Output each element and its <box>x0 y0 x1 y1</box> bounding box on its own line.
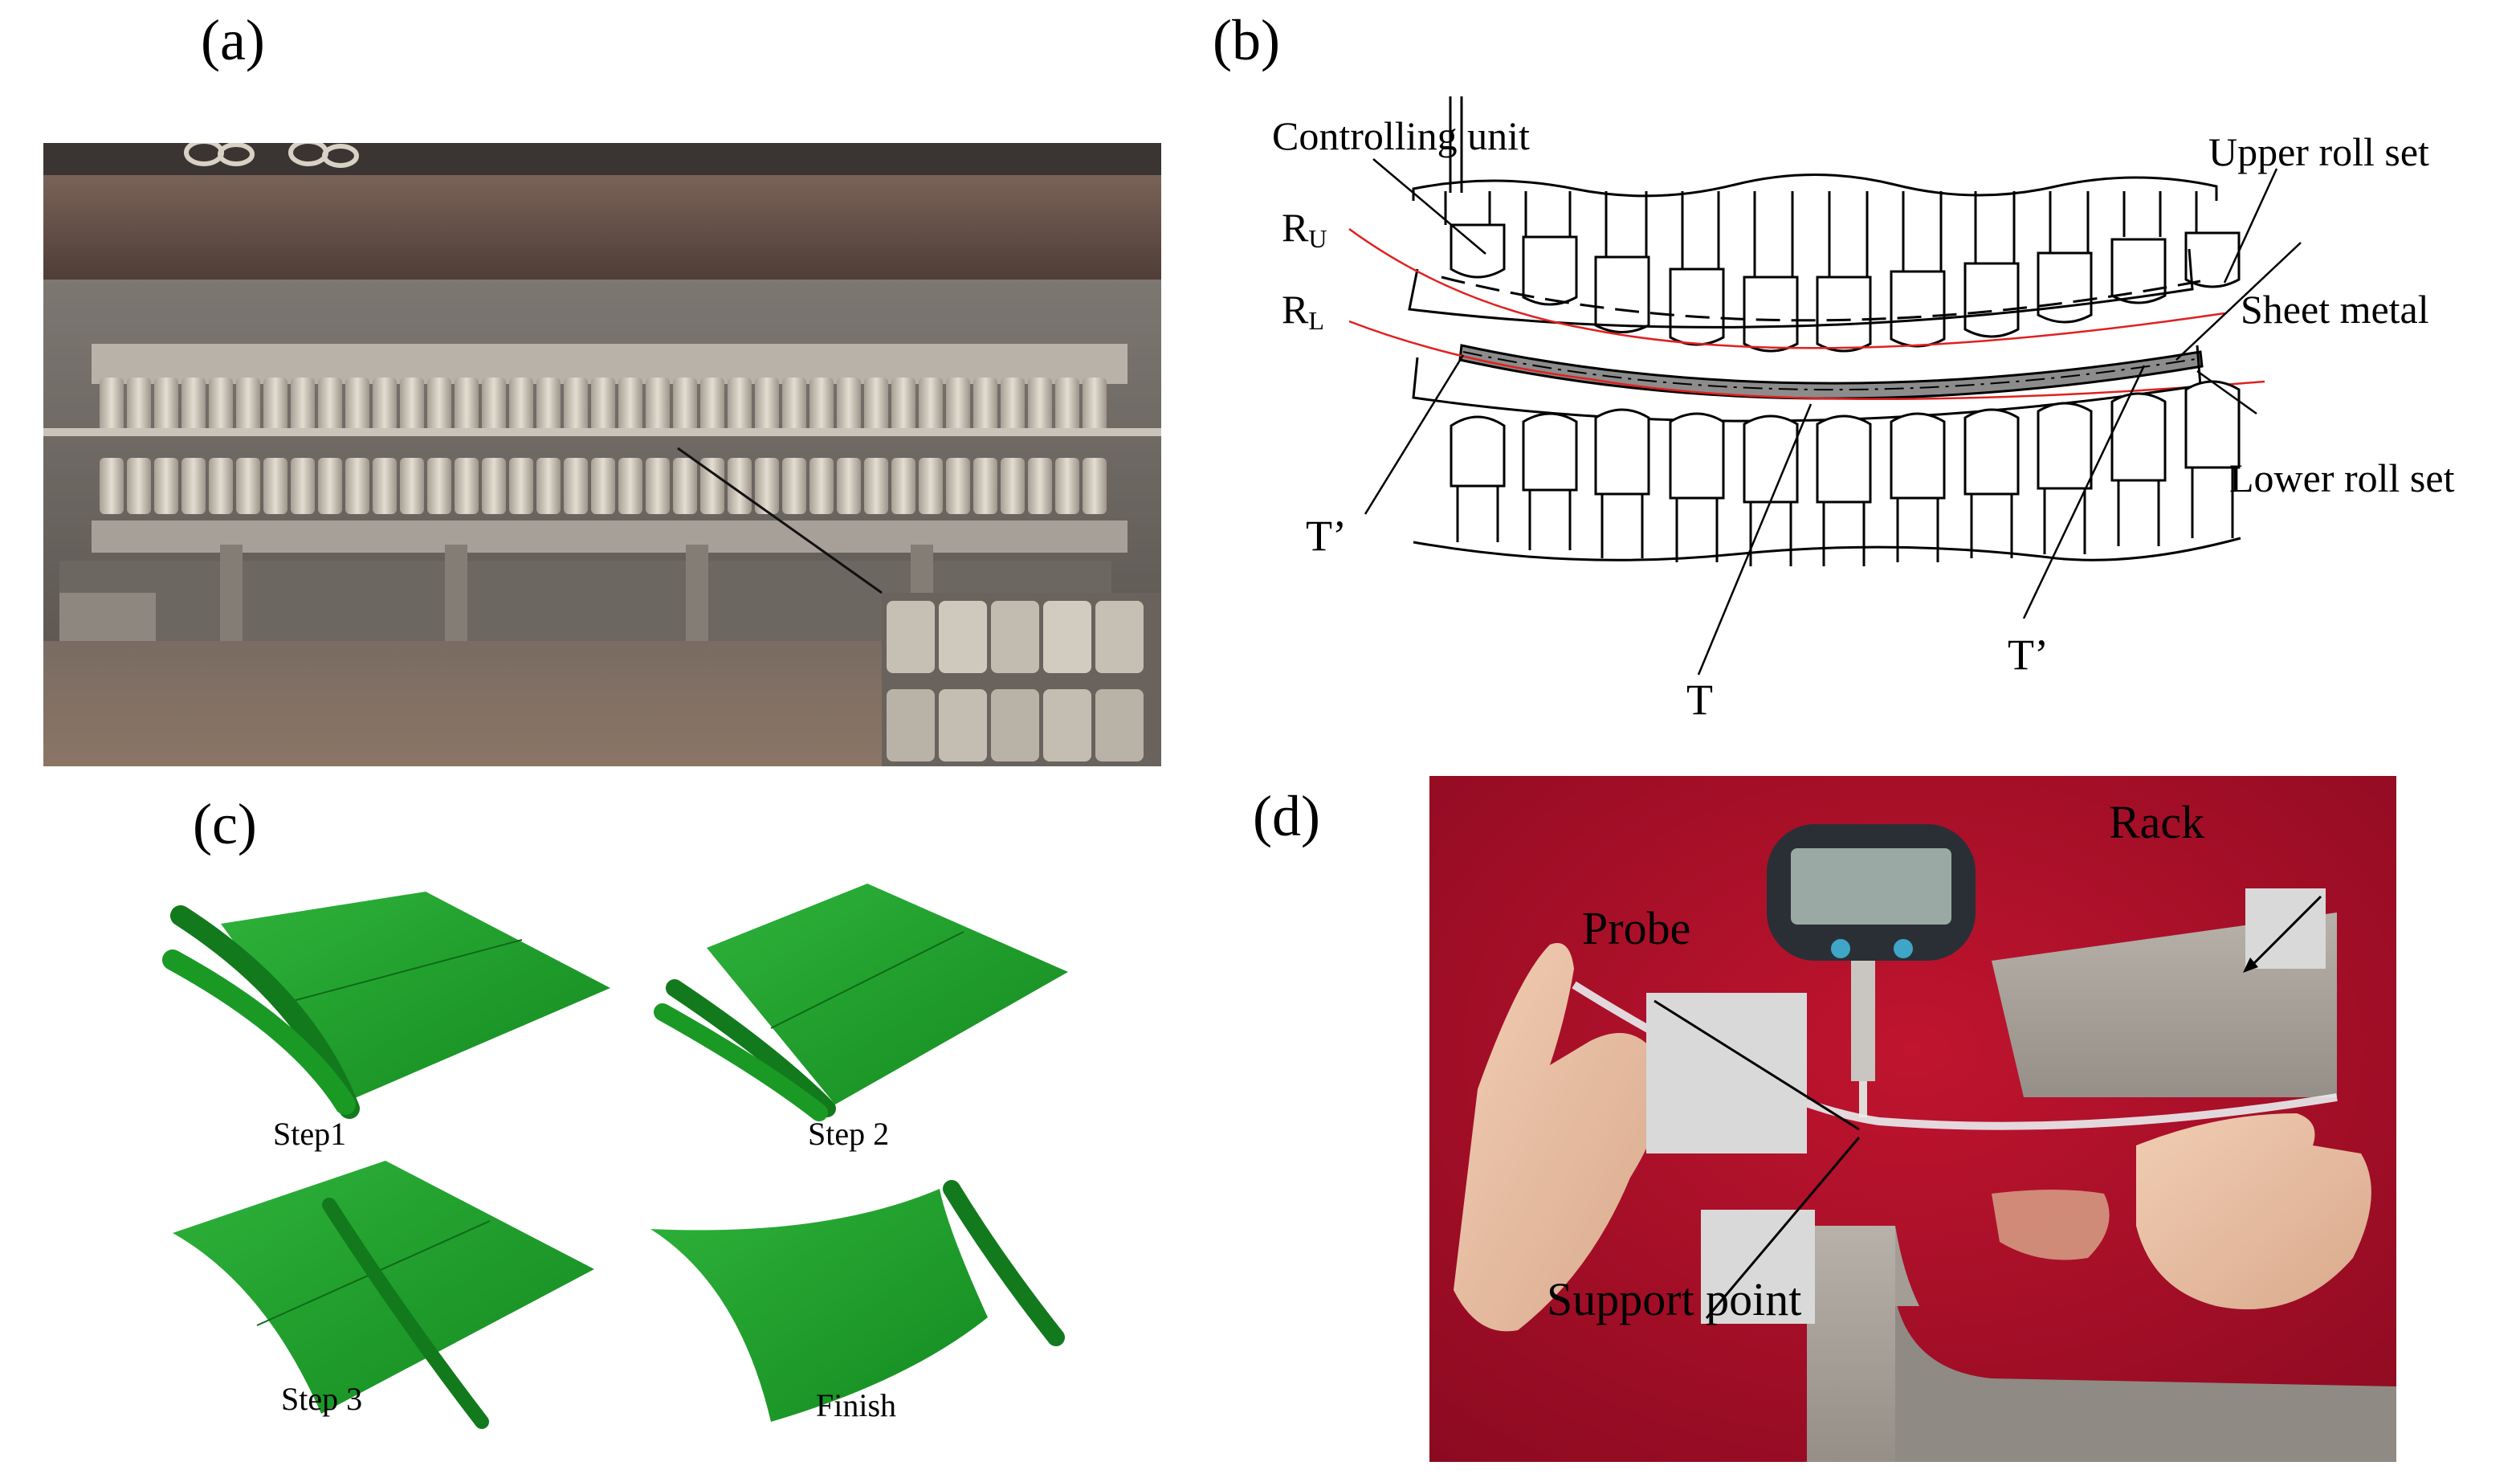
step2-model <box>654 884 1068 1121</box>
panel-c-simulation <box>162 884 1068 1429</box>
label-rack: Rack <box>2109 796 2205 848</box>
label-rl: RL <box>1282 286 1324 336</box>
step1-model <box>162 892 610 1119</box>
caption-finish: Finish <box>816 1387 897 1423</box>
panel-b-label: (b) <box>1213 8 1280 72</box>
panel-b-diagram <box>1348 96 2302 676</box>
panel-a-label: (a) <box>201 8 265 72</box>
label-controlling-unit: Controlling unit <box>1272 113 1530 158</box>
label-lower-roll-set: Lower roll set <box>2229 455 2455 500</box>
panel-d-label: (d) <box>1253 784 1320 848</box>
caption-step1: Step1 <box>273 1116 347 1152</box>
label-rl-main: R <box>1282 287 1309 332</box>
label-probe: Probe <box>1582 902 1691 954</box>
label-upper-roll-set: Upper roll set <box>2208 129 2429 174</box>
finish-model <box>650 1180 1065 1422</box>
label-sheet-metal: Sheet metal <box>2241 287 2429 332</box>
label-ru-main: R <box>1282 205 1309 250</box>
label-rl-sub: L <box>1308 306 1324 335</box>
label-ru-sub: U <box>1308 224 1327 253</box>
label-t-center: T <box>1686 676 1713 724</box>
label-t-prime-left: T’ <box>1306 512 1347 560</box>
panel-c-label: (c) <box>193 792 257 856</box>
label-t-prime-right: T’ <box>2008 631 2049 679</box>
label-ru: RU <box>1282 204 1327 254</box>
label-support-point: Support point <box>1547 1273 1802 1325</box>
panel-a-photo <box>43 143 1161 766</box>
caption-step2: Step 2 <box>808 1116 890 1152</box>
step3-model <box>173 1161 594 1429</box>
caption-step3: Step 3 <box>281 1381 363 1417</box>
panel-d-photo <box>1429 776 2396 1462</box>
